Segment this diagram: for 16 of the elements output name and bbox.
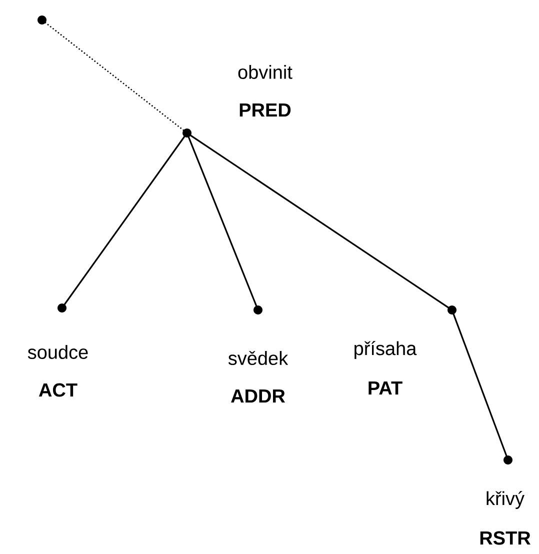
word-label: svědek	[228, 351, 288, 365]
tree-edge	[188, 136, 258, 307]
tree-edge	[190, 134, 450, 309]
word-label: obvinit	[238, 65, 292, 79]
tree-node-dot	[38, 16, 46, 24]
role-label: PAT	[368, 381, 402, 395]
tree-edge	[64, 136, 186, 306]
tree-edge	[44, 22, 184, 132]
role-label: ADDR	[231, 389, 286, 403]
role-label: RSTR	[480, 531, 530, 545]
word-label: křivý	[486, 491, 524, 509]
word-label: přísaha	[354, 341, 417, 359]
word-label: soudce	[28, 345, 88, 359]
role-label: ACT	[38, 383, 78, 397]
tree-edge	[452, 313, 508, 457]
role-label: PRED	[240, 103, 291, 117]
